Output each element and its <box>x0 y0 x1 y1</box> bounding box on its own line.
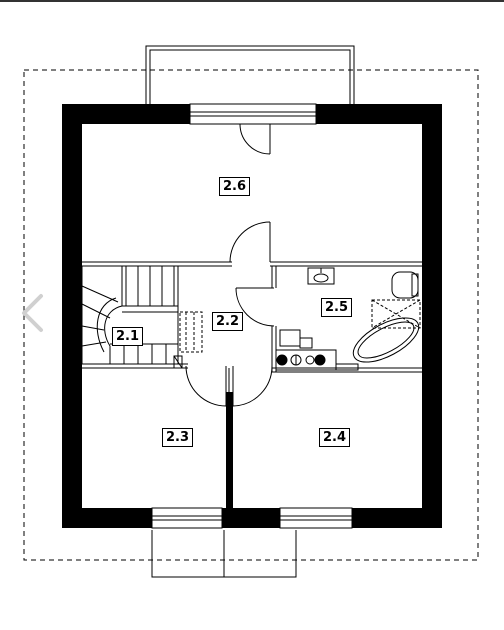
window-bottom-right <box>279 507 353 529</box>
top-balcony <box>145 45 355 104</box>
toilet <box>391 271 419 299</box>
room-label-2-4: 2.4 <box>319 428 351 447</box>
window-bottom-left <box>151 507 223 529</box>
door-2-4 <box>232 365 273 407</box>
previous-image-button[interactable] <box>12 290 52 336</box>
room-label-2-6: 2.6 <box>219 177 251 196</box>
bathroom-fixtures <box>275 267 421 371</box>
roof-outline <box>23 69 479 561</box>
room-label-2-2: 2.2 <box>212 312 244 331</box>
bathtub <box>352 317 420 363</box>
chevron-left-icon <box>22 294 43 332</box>
door-2-5 <box>235 287 275 327</box>
balcony-door-top <box>239 123 271 155</box>
room-label-2-1: 2.1 <box>112 327 144 346</box>
door-2-6 <box>229 221 271 263</box>
room-label-2-3: 2.3 <box>162 428 194 447</box>
staircase <box>81 265 203 369</box>
interior-walls <box>82 261 422 373</box>
exterior-walls <box>62 104 442 528</box>
bottom-balcony <box>151 530 297 578</box>
window-top <box>189 103 317 125</box>
door-2-3 <box>185 365 227 407</box>
room-label-2-5: 2.5 <box>321 298 353 317</box>
partition-2-3-2-4 <box>226 392 233 508</box>
